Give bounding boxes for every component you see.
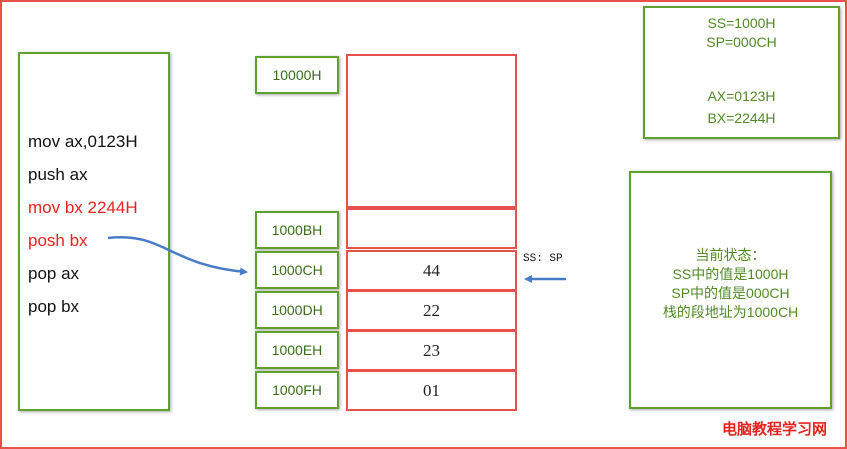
address-1000FH: 1000FH (255, 371, 339, 409)
status-panel: 当前状态： SS中的值是1000H SP中的值是000CH 栈的段地址为1000… (629, 171, 832, 409)
code-line-pop-bx: pop bx (28, 297, 80, 316)
address-1000DH: 1000DH (255, 291, 339, 329)
address-10000H: 10000H (255, 56, 339, 94)
stack-upper-region (346, 54, 517, 208)
code-line-mov-ax: mov ax,0123H (28, 132, 138, 151)
status-sp-value: SP中的值是000CH (671, 285, 790, 301)
address-1000CH: 1000CH (255, 251, 339, 289)
status-title: 当前状态： (695, 247, 766, 263)
stack-cell-1000EH: 23 (346, 330, 517, 371)
code-line-posh-bx: posh bx (28, 231, 88, 250)
code-to-address-arrow (107, 236, 248, 276)
register-ss: SS=1000H (707, 15, 776, 31)
address-1000BH: 1000BH (255, 211, 339, 249)
code-line-push-ax: push ax (28, 165, 88, 184)
code-panel: mov ax,0123H push ax mov bx 2244H posh b… (18, 52, 170, 411)
stack-cell-1000BH (346, 208, 517, 249)
address-1000EH: 1000EH (255, 331, 339, 369)
code-line-mov-bx: mov bx 2244H (28, 198, 138, 217)
ss-sp-pointer-label: SS: SP (523, 253, 563, 265)
register-ax: AX=0123H (707, 88, 776, 104)
status-segment-address: 栈的段地址为1000CH (662, 304, 799, 320)
register-sp: SP=000CH (706, 34, 777, 50)
stack-cell-1000FH: 01 (346, 370, 517, 411)
register-bx: BX=2244H (707, 110, 776, 126)
registers-panel: SS=1000H SP=000CH AX=0123H BX=2244H (643, 6, 840, 139)
code-line-pop-ax: pop ax (28, 264, 80, 283)
status-ss-value: SS中的值是1000H (672, 266, 789, 282)
brand-watermark: 电脑教程学习网 (722, 421, 828, 438)
